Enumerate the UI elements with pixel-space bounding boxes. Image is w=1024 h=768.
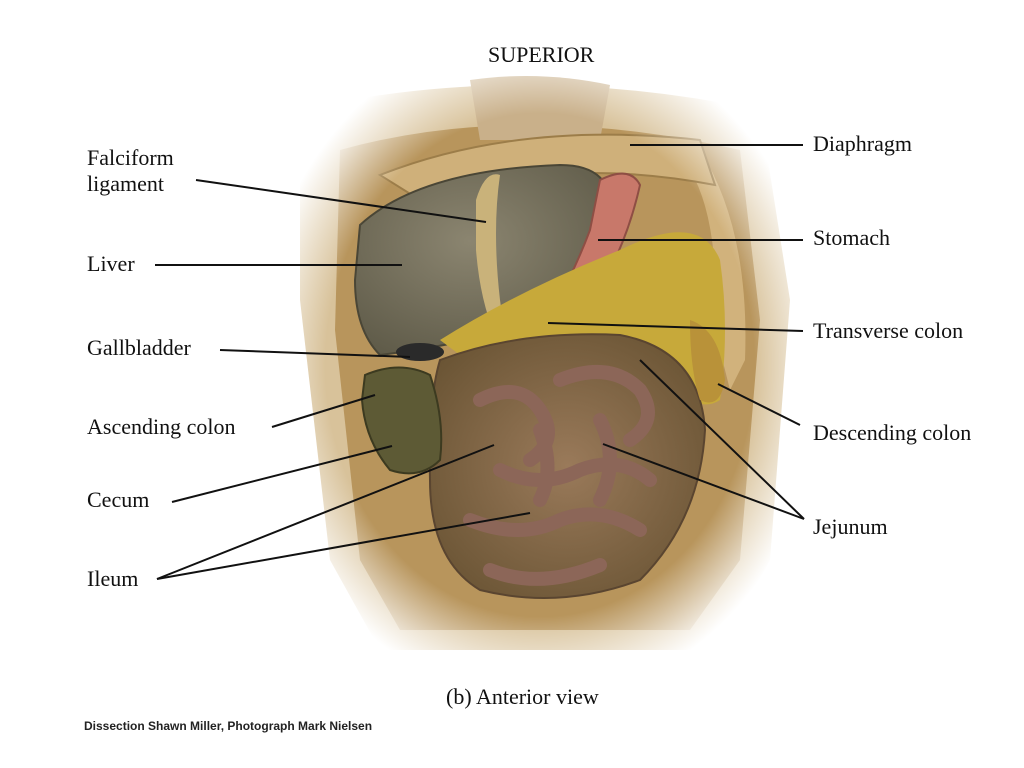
transverse-colon-label: Transverse colon (813, 318, 964, 343)
cecum-label: Cecum (87, 487, 150, 512)
ileum-leader-upper (156, 444, 495, 580)
jejunum-leader-upper (639, 359, 805, 520)
jejunum-label: Jejunum (813, 514, 888, 539)
ileum-leader-lower (156, 512, 531, 580)
stomach-label: Stomach (813, 225, 890, 250)
gallbladder-label: Gallbladder (87, 335, 191, 360)
cecum-leader (171, 445, 393, 503)
ascending-colon-label: Ascending colon (87, 414, 236, 439)
descending-colon-label: Descending colon (813, 420, 972, 445)
jejunum-leader-lower (602, 443, 805, 520)
orientation-label: SUPERIOR (488, 42, 595, 67)
descending-colon-leader (717, 383, 801, 426)
transverse-colon-leader (547, 322, 804, 332)
gallbladder-leader (219, 349, 411, 358)
falciform-leader (195, 179, 487, 223)
falciform-label-line2: ligament (87, 171, 164, 197)
ascending-colon-leader (271, 394, 376, 428)
liver-label: Liver (87, 251, 135, 276)
falciform-ligament-label: Falciform ligament (87, 145, 217, 198)
falciform-label-line1: Falciform (87, 145, 174, 170)
diaphragm-label: Diaphragm (813, 131, 912, 156)
photo-credit: Dissection Shawn Miller, Photograph Mark… (84, 719, 373, 733)
view-caption: (b) Anterior view (446, 684, 599, 709)
ileum-label: Ileum (87, 566, 139, 591)
